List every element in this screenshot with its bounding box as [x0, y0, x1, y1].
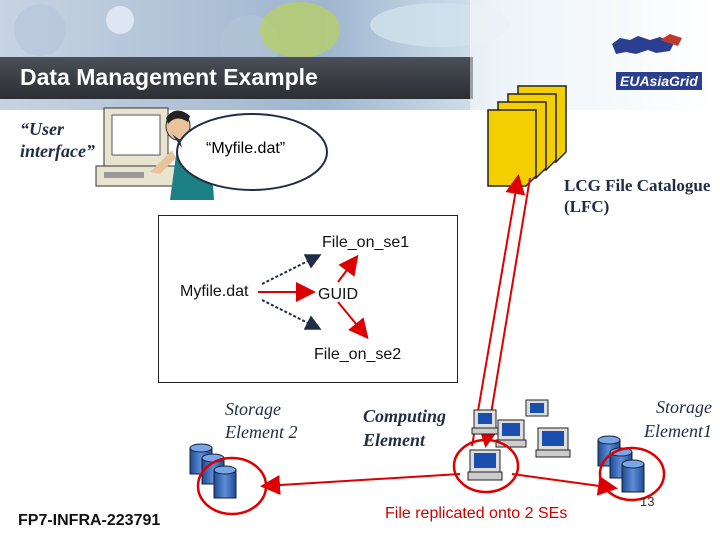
ce-to-lfc-arrow-a — [471, 174, 526, 447]
lfc-to-ce-arrow-b — [478, 177, 531, 448]
replicate-to-se1-arrow — [511, 473, 618, 496]
computing-element-label: Computing Element — [363, 406, 447, 450]
storage-element-1-disks — [597, 435, 645, 493]
catalogue-mapping-box — [158, 215, 458, 383]
replica-se1-name: File_on_se1 — [322, 234, 410, 251]
ce-highlight-circle — [452, 438, 520, 494]
lfc-label: LCG File Catalogue (LFC) — [556, 175, 714, 217]
replication-note: File replicated onto 2 SEs — [385, 505, 568, 522]
replicate-to-se2-arrow — [260, 473, 461, 496]
guid-label: GUID — [318, 286, 358, 303]
page-number: 13 — [640, 494, 655, 509]
map-logo-icon — [612, 34, 682, 54]
lfn-to-se2-arrow — [261, 299, 322, 330]
bubble-filename: “Myfile.dat” — [206, 140, 286, 157]
file-catalogue-icon — [487, 85, 567, 187]
storage-element-1-label: Storage Element1 — [644, 397, 712, 441]
replica-se2-name: File_on_se2 — [314, 346, 402, 363]
title-bar — [0, 57, 473, 99]
speech-bubble — [176, 113, 328, 191]
guid-to-se2-arrow — [337, 301, 369, 340]
computing-element-pcs — [467, 399, 571, 481]
header-banner — [0, 0, 720, 110]
logical-file-name: Myfile.dat — [180, 283, 249, 300]
se2-highlight-circle — [196, 456, 268, 516]
euasiagrid-logo: EUAsiaGrid — [616, 72, 702, 90]
footer-project-code: FP7-INFRA-223791 — [18, 512, 161, 529]
se1-highlight-circle — [598, 446, 666, 502]
user-interface-label: “User interface” — [20, 119, 95, 161]
slide-title: Data Management Example — [20, 64, 318, 90]
guid-to-se1-arrow — [337, 254, 359, 283]
storage-element-2-label: Storage Element 2 — [225, 399, 298, 442]
storage-element-2-disks — [189, 443, 237, 499]
lfn-to-se1-arrow — [261, 254, 322, 285]
